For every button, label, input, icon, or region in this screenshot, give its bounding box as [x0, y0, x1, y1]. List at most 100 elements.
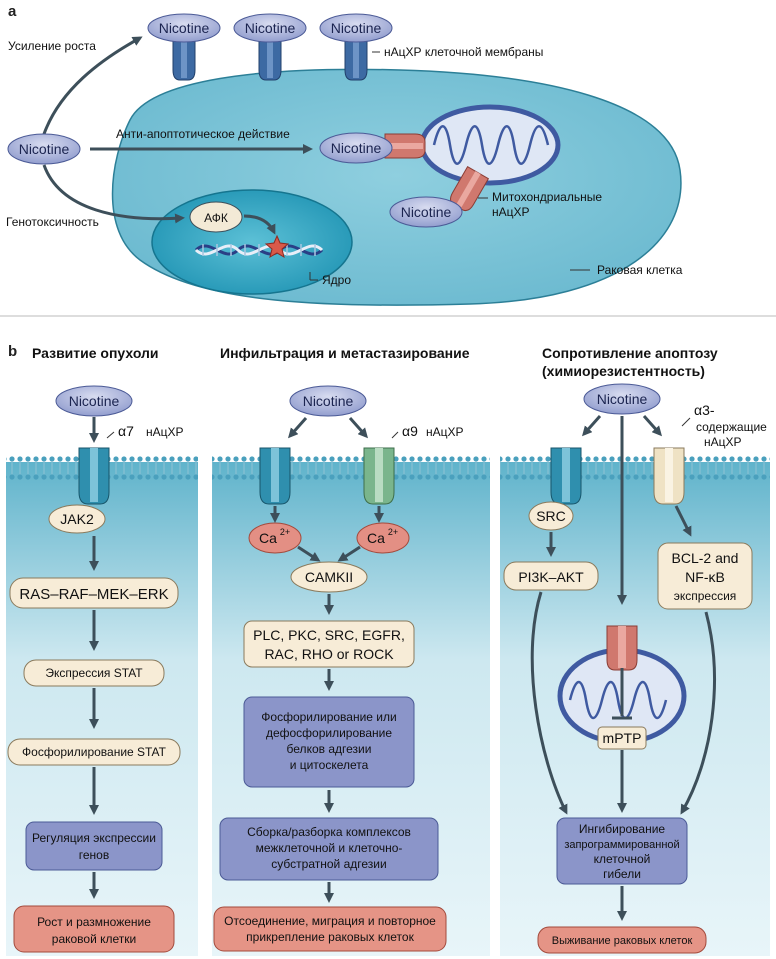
col2-camkii-label: CAMKII: [305, 569, 353, 585]
col3-bcl-line3: экспрессия: [674, 589, 737, 603]
panel-a-label: a: [8, 3, 17, 20]
col2-ca-label-left: Ca: [259, 530, 277, 546]
col1-stat-expr-box: [23, 659, 165, 687]
col2-receptor-alpha: α9: [402, 423, 418, 439]
nicotine-oval-left: [7, 133, 81, 165]
col2-ca-to-camkii-left: [297, 545, 321, 562]
col2-ca-sup-right: 2+: [388, 527, 398, 537]
nicotine-label-top-3: Nicotine: [331, 20, 382, 36]
col3-receptor-alpha: α3-: [694, 402, 715, 418]
nicotine-oval-mito-1: [319, 132, 393, 164]
col1-receptor-alpha: α7: [118, 423, 134, 439]
nicotine-label-top-1: Nicotine: [159, 20, 210, 36]
col1-regulation-box: [25, 821, 163, 871]
col3-receptor-blue: [550, 447, 582, 505]
col3-bcl-line2: NF-κB: [685, 569, 725, 585]
col2-ca-sup-left: 2+: [280, 527, 290, 537]
membrane-receptor-2: [258, 39, 282, 81]
col1-receptor-name: нАцХР: [146, 425, 184, 439]
col2-nicotine-label: Nicotine: [303, 393, 354, 409]
ros-label: АФК: [204, 211, 228, 225]
nicotine-label-mito-2: Nicotine: [401, 204, 452, 220]
col1-growth-line1: Рост и размножение: [37, 915, 151, 929]
col3-src-oval: [528, 501, 574, 531]
col2-assembly-line3: субстратной адгезии: [271, 857, 386, 871]
cancer-cell-label: Раковая клетка: [597, 263, 683, 277]
col3-nicotine-oval: [583, 383, 661, 415]
col3-receptor-leader: [681, 417, 691, 427]
col1-cytoplasm: [6, 462, 198, 956]
col1-ras-label: RAS–RAF–MEK–ERK: [19, 586, 168, 603]
nicotine-label-top-2: Nicotine: [245, 20, 296, 36]
col2-title: Инфильтрация и метастазирование: [220, 345, 470, 361]
col2-kinases-line1: PLC, PKC, SRC, EGFR,: [253, 627, 405, 643]
col3-title-1: Сопротивление апоптозу: [542, 345, 718, 361]
col3-nicotine-label: Nicotine: [597, 391, 648, 407]
col2-camkii-oval: [290, 561, 368, 593]
col3-alpha3-receptor: [653, 447, 685, 505]
col2-detach-line1: Отсоединение, миграция и повторное: [224, 914, 436, 928]
col1-ras-box: [9, 577, 179, 609]
col2-phos-line2: дефосфорилирование: [266, 726, 392, 740]
mito-receptor-1: [384, 133, 426, 159]
col2-receptor-leader: [391, 431, 399, 439]
membrane-receptor-1: [172, 39, 196, 81]
membrane-receptor-3: [344, 39, 368, 81]
col2-detach-box: [213, 906, 447, 952]
col2-phos-line1: Фосфорилирование или: [261, 710, 396, 724]
col2-ca-oval-right: [356, 522, 410, 554]
col1-jak2-oval: [48, 504, 106, 534]
nucleus-label: Ядро: [322, 273, 351, 287]
col1-growth-line2: раковой клетки: [52, 932, 136, 946]
col3-arrow-alpha3: [674, 505, 692, 537]
dna-icon: [194, 244, 324, 256]
dna-damage-star-icon: [264, 234, 290, 259]
col3-receptor-line2: содержащие: [696, 420, 767, 434]
ros-to-dna-arrow: [243, 214, 276, 235]
nicotine-label-mito-1: Nicotine: [331, 140, 382, 156]
mito-receptor-label-2: нАцХР: [492, 205, 530, 219]
col3-inhibit-line2: запрограммированной: [564, 839, 679, 851]
col1-nicotine-label: Nicotine: [69, 393, 120, 409]
col2-ca-oval-left: [248, 522, 302, 554]
col1-stat-phos-label: Фосфорилирование STAT: [22, 745, 167, 759]
col2-receptor-blue: [259, 447, 291, 505]
anti-apoptotic-label: Анти-апоптотическое действие: [116, 127, 290, 141]
col3-arrow-bcl: [680, 611, 716, 815]
col2-alpha9-receptor: [363, 447, 395, 505]
col2-assembly-line2: межклеточной и клеточно-: [256, 841, 403, 855]
col1-stat-expr-label: Экспрессия STAT: [45, 666, 143, 680]
col1-receptor-leader: [106, 431, 115, 439]
nicotine-oval-mito-2: [389, 196, 463, 228]
col1-nicotine-oval: [55, 385, 133, 417]
col3-mptp-box: [597, 726, 647, 750]
col3-inhibit-line3: клеточной: [594, 852, 651, 866]
col3-pi3k-label: PI3K–AKT: [518, 569, 584, 585]
col3-mito-receptor: [606, 625, 638, 671]
col1-alpha7-receptor: [78, 447, 110, 505]
col3-receptor-name: нАцХР: [704, 435, 742, 449]
col3-bcl-box: [657, 542, 753, 610]
col3-nicotine-arrow-right: [642, 415, 662, 437]
membrane-receptor-label: нАцХР клеточной мембраны: [384, 45, 543, 59]
mito-receptor-label-1: Митохондриальные: [492, 190, 602, 204]
col3-inhibit-box: [556, 817, 688, 885]
col3-arrow-pi3k: [530, 591, 568, 815]
col1-regulation-line2: генов: [79, 848, 109, 862]
nicotine-oval-top-3: [319, 13, 393, 43]
col3-bcl-line1: BCL-2 and: [672, 550, 739, 566]
nicotine-oval-top-2: [233, 13, 307, 43]
col3-membrane-bottom: [500, 468, 770, 480]
col2-phos-box: [243, 696, 415, 788]
col1-growth-box: [13, 905, 175, 953]
col2-phos-line3: белков адгезии: [287, 742, 372, 756]
col3-mptp-label: mPTP: [603, 730, 642, 746]
col2-nicotine-arrow-right: [348, 417, 368, 439]
col3-pi3k-box: [503, 561, 599, 591]
col2-assembly-line1: Сборка/разборка комплексов: [247, 825, 411, 839]
col3-survival-box: [537, 926, 707, 954]
col1-stat-phos-box: [7, 738, 181, 766]
ros-oval: [189, 201, 243, 233]
col2-membrane-top: [212, 456, 490, 468]
